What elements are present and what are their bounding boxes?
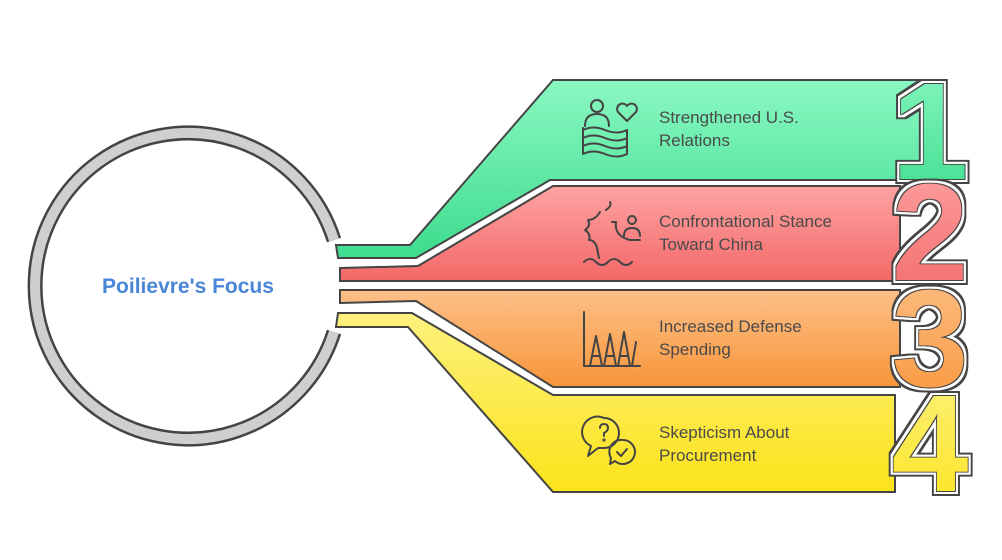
band-4 bbox=[334, 312, 896, 493]
center-ring bbox=[27, 125, 342, 447]
dragon-person-icon bbox=[583, 201, 641, 266]
number-1: 1 bbox=[892, 55, 969, 209]
band-3 bbox=[339, 289, 901, 388]
item-4-label-line1: Skepticism About bbox=[659, 423, 790, 442]
number-2: 2 bbox=[892, 156, 969, 310]
number-3: 3 bbox=[892, 262, 969, 416]
missiles-chart-icon bbox=[583, 311, 641, 367]
person-heart-flag-icon bbox=[582, 99, 638, 158]
band-1 bbox=[334, 79, 926, 259]
center-title: Poilievre's Focus bbox=[102, 275, 274, 298]
item-3-label-line2: Spending bbox=[659, 340, 731, 359]
item-2-label-line2: Toward China bbox=[659, 235, 763, 254]
item-3-label-line1: Increased Defense bbox=[659, 317, 802, 336]
number-4: 4 bbox=[892, 367, 969, 521]
item-2-label-line1: Confrontational Stance bbox=[659, 212, 832, 231]
item-4-label-line2: Procurement bbox=[659, 446, 757, 465]
item-1-label-line2: Relations bbox=[659, 131, 730, 150]
item-1-label-line1: Strengthened U.S. bbox=[659, 108, 799, 127]
question-check-bubbles-icon bbox=[581, 415, 636, 465]
band-2 bbox=[339, 185, 901, 282]
